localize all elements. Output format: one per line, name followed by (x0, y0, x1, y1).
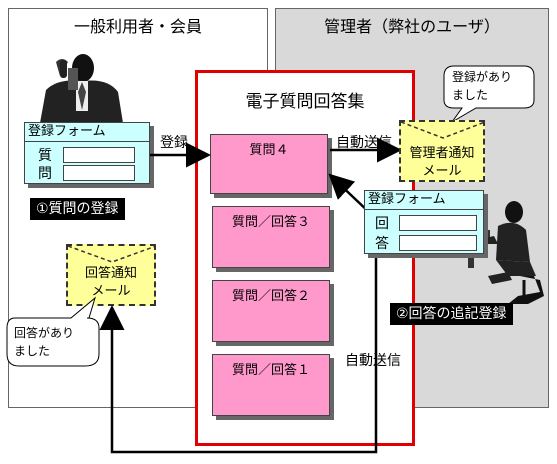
admin-form-input-2[interactable] (399, 235, 477, 251)
admin-form-label-2: 答 (375, 236, 389, 252)
admin-form-label-1: 回 (375, 216, 389, 232)
qa-card-2[interactable]: 質問／回答２ (212, 280, 330, 342)
envelope-icon (401, 122, 485, 139)
auto-send-top-label: 自動送信 (336, 135, 392, 151)
user-panel-title: 一般利用者・会員 (73, 17, 202, 36)
admin-panel-title: 管理者（弊社のユーザ） (324, 17, 500, 36)
admin-notification-mail: 管理者通知 メール (399, 120, 485, 182)
reply-mail-line1: 回答通知 (84, 266, 137, 281)
user-form-label-1: 質 (38, 148, 52, 164)
reply-mail-line2: メール (91, 284, 131, 299)
qa-card-question-4[interactable]: 質問４ (210, 134, 328, 194)
admin-speech-bubble (443, 65, 535, 123)
qa-system-title: 電子質問回答集 (245, 92, 365, 112)
user-registration-form: 登録フォーム 質 問 (24, 122, 150, 184)
step1-label: ①質問の登録 (30, 198, 125, 220)
user-form-input-2[interactable] (63, 165, 135, 181)
register-arrow-label: 登録 (160, 135, 188, 151)
admin-bubble-line2: ました (452, 88, 489, 102)
admin-form-title: 登録フォーム (365, 191, 483, 210)
user-form-label-2: 問 (38, 166, 52, 182)
user-bubble-line1: 回答があり (14, 326, 75, 340)
user-form-input-1[interactable] (63, 147, 135, 163)
step2-label: ②回答の追記登録 (390, 303, 513, 325)
admin-mail-line2: メール (422, 164, 462, 179)
admin-bubble-line1: 登録があり (452, 70, 513, 84)
admin-form-input-1[interactable] (399, 215, 477, 231)
user-bubble-line2: ました (14, 344, 51, 358)
auto-send-bottom-label: 自動送信 (345, 353, 401, 369)
qa-card-1[interactable]: 質問／回答１ (212, 354, 330, 416)
qa-card-3[interactable]: 質問／回答３ (212, 206, 330, 268)
admin-registration-form: 登録フォーム 回 答 (364, 190, 484, 254)
auto-send-user-arrow (99, 250, 378, 454)
user-form-title: 登録フォーム (25, 123, 149, 142)
user-person-icon (40, 54, 123, 123)
admin-mail-line1: 管理者通知 (409, 146, 475, 161)
user-speech-bubble (6, 296, 100, 367)
envelope-icon (68, 246, 156, 263)
reply-notification-mail: 回答通知 メール (66, 244, 156, 306)
